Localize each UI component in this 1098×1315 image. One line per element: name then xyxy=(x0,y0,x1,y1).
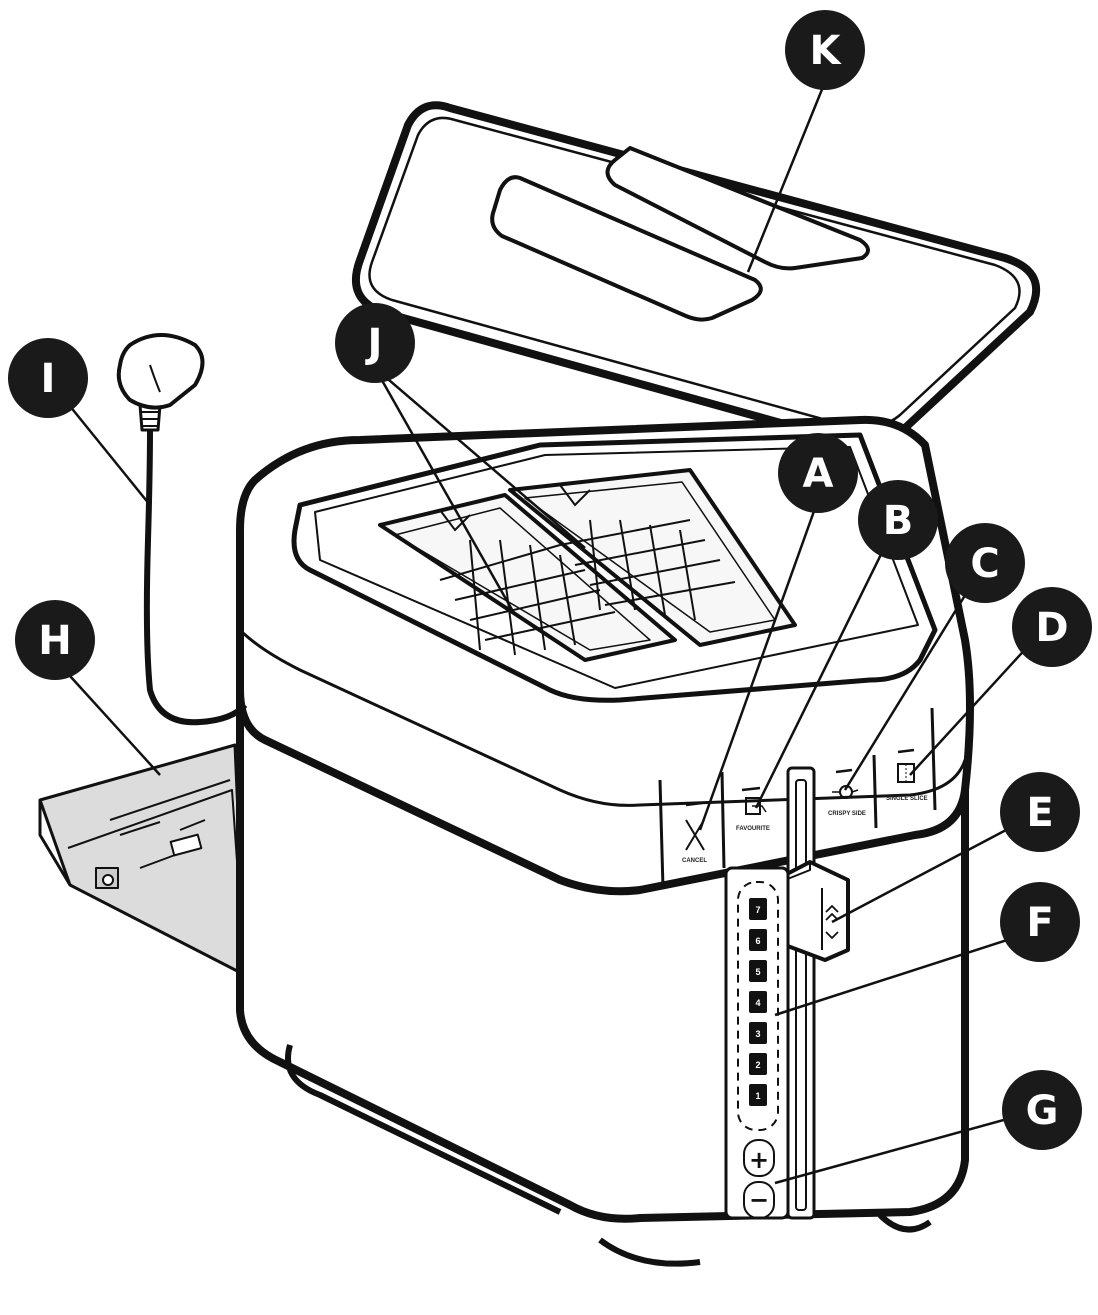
browning-level-label: 5 xyxy=(755,967,760,977)
callout-a: A xyxy=(778,433,858,513)
browning-level-1 xyxy=(749,1084,767,1106)
browning-level-7 xyxy=(749,898,767,920)
callout-j-letter: J xyxy=(365,321,383,367)
callout-h-letter: H xyxy=(38,618,71,664)
browning-level-label: 1 xyxy=(755,1091,760,1101)
crispy-side-label: CRISPY SIDE xyxy=(828,811,866,817)
browning-level-label: 7 xyxy=(755,905,760,915)
leader-a xyxy=(698,499,820,831)
callout-f-letter: F xyxy=(1026,900,1053,946)
power-cord xyxy=(116,333,248,726)
favourite-label: FAVOURITE xyxy=(736,826,770,832)
leader-j-2 xyxy=(374,367,586,549)
browning-level-label: 6 xyxy=(755,936,760,946)
bread-guards xyxy=(439,484,736,656)
favourite-button[interactable]: FAVOURITE xyxy=(736,786,770,832)
callout-b: B xyxy=(858,480,938,560)
callout-k-letter: K xyxy=(810,28,843,74)
browning-level-label: 4 xyxy=(755,998,760,1008)
increase-button[interactable]: + xyxy=(743,1139,775,1177)
browning-level-6 xyxy=(749,929,767,951)
lever-arrows-icon xyxy=(825,905,839,939)
callout-j: J xyxy=(335,303,415,383)
leader-b xyxy=(754,519,900,809)
callout-c-letter: C xyxy=(970,541,999,587)
toaster-lid xyxy=(352,101,1041,447)
callout-a-letter: A xyxy=(803,451,834,497)
browning-level-label: 3 xyxy=(755,1029,760,1039)
leader-j-1 xyxy=(373,367,517,616)
browning-level-3 xyxy=(749,1022,767,1044)
decrease-button[interactable]: − xyxy=(743,1181,775,1219)
plus-symbol: + xyxy=(749,1146,769,1174)
crumb-tray xyxy=(38,743,247,977)
callout-e-letter: E xyxy=(1026,790,1053,836)
callout-g-letter: G xyxy=(1026,1088,1059,1134)
callout-b-letter: B xyxy=(883,498,914,544)
callout-e: E xyxy=(1000,772,1080,852)
callout-f: F xyxy=(1000,882,1080,962)
lift-lever[interactable] xyxy=(783,860,850,962)
single-slice-button[interactable]: SINGLE SLICE xyxy=(886,748,928,802)
browning-level-4 xyxy=(749,991,767,1013)
leader-lines xyxy=(59,81,1053,1185)
leader-i xyxy=(64,399,151,506)
leader-g xyxy=(774,1108,1041,1185)
browning-level-label: 2 xyxy=(755,1060,760,1070)
browning-level-2 xyxy=(749,1053,767,1075)
callout-d: D xyxy=(1012,587,1092,667)
callout-i: I xyxy=(8,338,88,418)
leader-h xyxy=(59,664,161,776)
minus-symbol: − xyxy=(749,1186,769,1214)
leader-c xyxy=(843,562,987,791)
leader-f xyxy=(774,928,1039,1017)
callout-d-letter: D xyxy=(1035,605,1068,651)
callout-c: C xyxy=(945,523,1025,603)
leader-k xyxy=(746,81,827,273)
single-slice-label: SINGLE SLICE xyxy=(886,796,928,802)
browning-level-cells: 7 6 5 4 3 2 1 xyxy=(749,898,767,1106)
callout-i-letter: I xyxy=(41,356,56,402)
callout-k: K xyxy=(785,10,865,90)
callout-g: G xyxy=(1002,1070,1082,1150)
toaster-body xyxy=(236,415,974,1267)
browning-level-5 xyxy=(749,960,767,982)
cancel-label: CANCEL xyxy=(682,858,707,864)
callout-h: H xyxy=(15,600,95,680)
